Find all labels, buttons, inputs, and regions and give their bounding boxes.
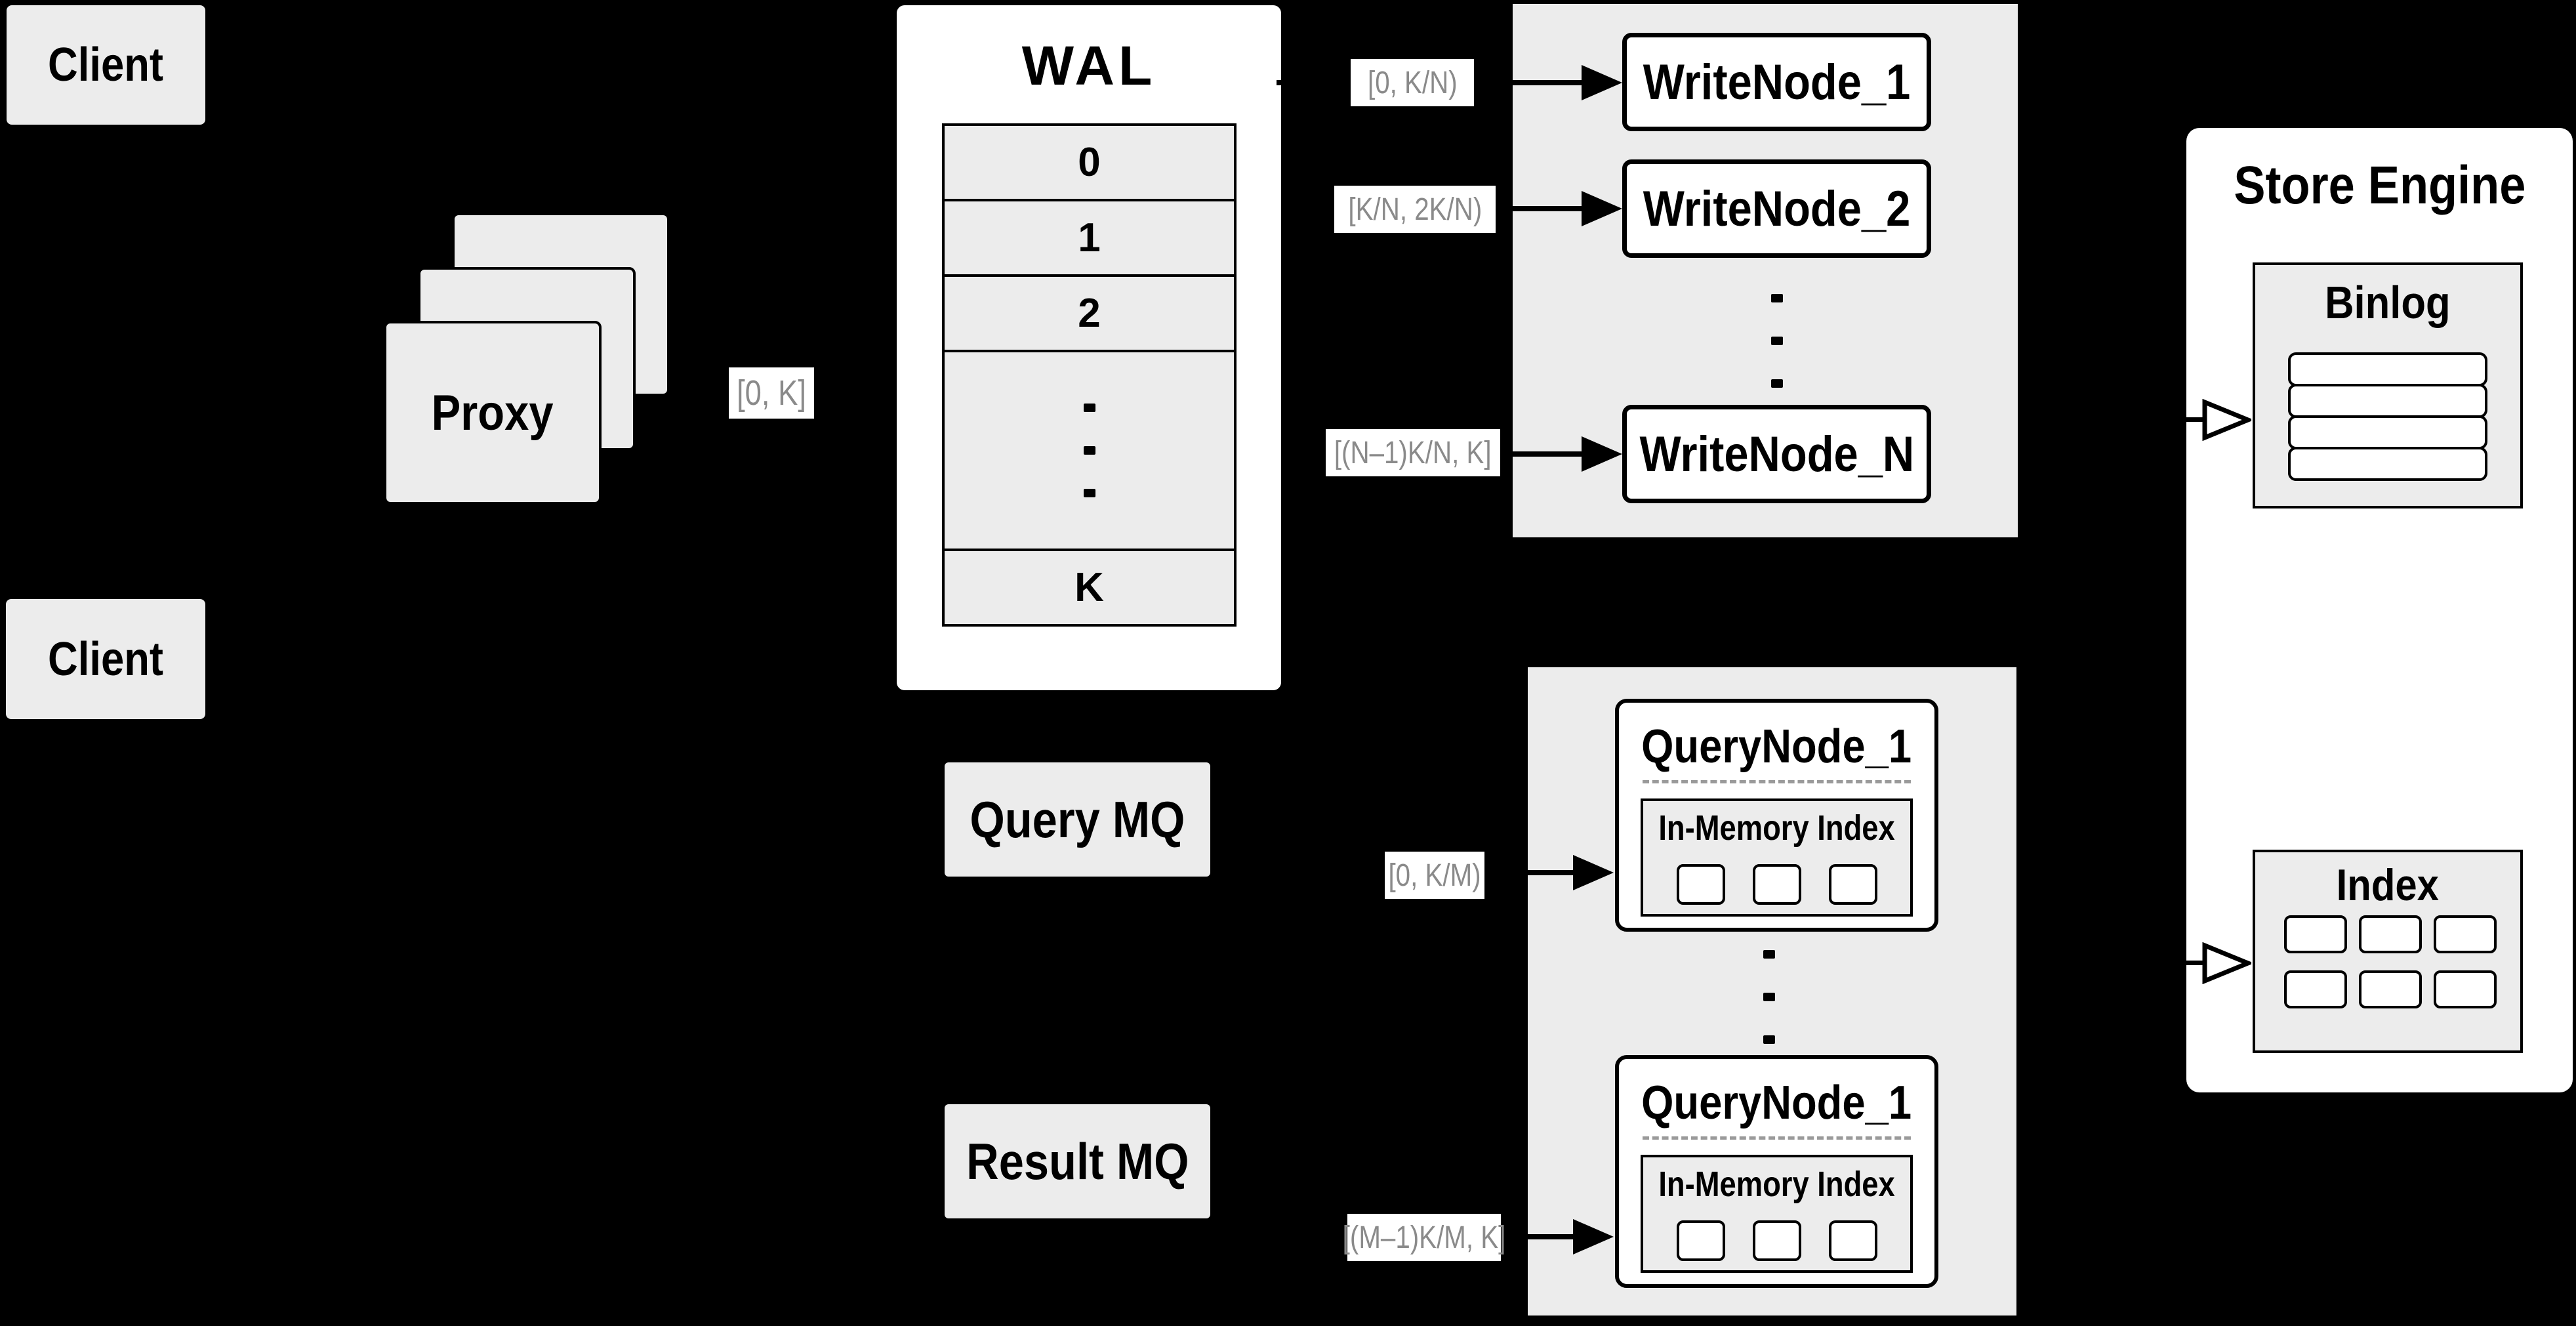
client-bottom-label: Client (47, 632, 163, 686)
segment-square-icon (1676, 1220, 1725, 1261)
in-memory-index-box: In-Memory Index (1641, 798, 1913, 917)
index-cell-icon (2284, 970, 2347, 1008)
writenode-1-box: WriteNode_1 (1622, 33, 1931, 131)
writenode-2-label: WriteNode_2 (1643, 180, 1911, 237)
proxy-label: Proxy (432, 384, 554, 441)
binlog-row (2288, 447, 2487, 481)
arrow-right-icon (1582, 65, 1622, 100)
in-memory-index-title: In-Memory Index (1658, 1165, 1895, 1204)
dashed-divider (1643, 1136, 1911, 1140)
store-engine-box: Store Engine Binlog Index (2186, 128, 2573, 1092)
index-cell-icon (2284, 915, 2347, 953)
range-label-querynode1: [0, K/M) (1385, 852, 1484, 899)
vertical-ellipsis-icon (1083, 404, 1095, 497)
wal-row-0: 0 (945, 126, 1234, 201)
writenode-2-box: WriteNode_2 (1622, 159, 1931, 258)
open-arrow-right-icon (2202, 399, 2251, 441)
range-label-proxy: [0, K] (729, 367, 814, 419)
index-cell-icon (2359, 970, 2422, 1008)
binlog-row (2288, 415, 2487, 449)
client-top-label: Client (48, 39, 164, 91)
arrow-line-binlog (2161, 417, 2206, 422)
querynode-2-title: QueryNode_1 (1641, 1077, 1912, 1129)
index-title: Index (2336, 860, 2440, 910)
binlog-rows (2288, 352, 2487, 481)
wal-row-2: 2 (945, 277, 1234, 352)
store-engine-title: Store Engine (2233, 155, 2526, 215)
index-cell-icon (2359, 915, 2422, 953)
client-box-bottom: Client (6, 599, 205, 719)
client-box-top: Client (7, 5, 205, 125)
arrow-right-icon (1573, 1219, 1614, 1254)
arrow-right-icon (1582, 436, 1622, 472)
binlog-box: Binlog (2253, 262, 2523, 508)
wal-table: 0 1 2 K (942, 123, 1237, 627)
wal-row-k: K (945, 551, 1234, 624)
query-mq-box: Query MQ (945, 762, 1210, 877)
index-grid (2284, 915, 2497, 1008)
wal-box: WAL 0 1 2 K (897, 5, 1281, 690)
querynode-2-box: QueryNode_1 In-Memory Index (1615, 1055, 1938, 1288)
proxy-box: Proxy (384, 321, 602, 505)
result-mq-box: Result MQ (945, 1104, 1210, 1218)
result-mq-label: Result MQ (966, 1132, 1189, 1190)
binlog-row (2288, 384, 2487, 418)
dashed-divider (1643, 780, 1911, 783)
arrow-right-icon (1573, 855, 1614, 890)
wal-row-1: 1 (945, 201, 1234, 277)
in-memory-index-box: In-Memory Index (1641, 1155, 1913, 1273)
segment-square-icon (1752, 864, 1801, 905)
vertical-ellipsis-icon (1771, 294, 1783, 388)
arrow-right-icon (1582, 191, 1622, 226)
querynode-1-title: QueryNode_1 (1641, 720, 1912, 773)
segment-square-icon (1828, 1220, 1877, 1261)
writenode-n-box: WriteNode_N (1622, 405, 1931, 503)
index-cell-icon (2434, 970, 2497, 1008)
segment-square-icon (1676, 864, 1725, 905)
range-label-writenode1: [0, K/N) (1351, 59, 1474, 106)
open-arrow-right-icon (2202, 942, 2251, 984)
writenode-n-label: WriteNode_N (1639, 426, 1914, 482)
segment-square-icon (1752, 1220, 1801, 1261)
arrow-line-index (2161, 961, 2206, 965)
binlog-title: Binlog (2325, 277, 2451, 328)
wal-row-ellipsis (945, 352, 1234, 551)
query-mq-label: Query MQ (970, 790, 1185, 848)
wal-title: WAL (1021, 34, 1156, 96)
range-label-querynode2: [(M–1)K/M, K] (1343, 1214, 1505, 1261)
range-label-writenode2: [K/N, 2K/N) (1334, 186, 1496, 233)
binlog-row (2288, 352, 2487, 386)
in-memory-index-title: In-Memory Index (1658, 808, 1895, 848)
range-label-writenoden: [(N–1)K/N, K] (1326, 429, 1500, 476)
segment-squares (1643, 1220, 1910, 1261)
vertical-ellipsis-icon (1763, 950, 1775, 1044)
writenode-1-label: WriteNode_1 (1643, 54, 1911, 110)
index-cell-icon (2434, 915, 2497, 953)
index-box: Index (2253, 850, 2523, 1053)
segment-squares (1643, 864, 1910, 905)
querynode-1-box: QueryNode_1 In-Memory Index (1615, 699, 1938, 932)
segment-square-icon (1828, 864, 1877, 905)
